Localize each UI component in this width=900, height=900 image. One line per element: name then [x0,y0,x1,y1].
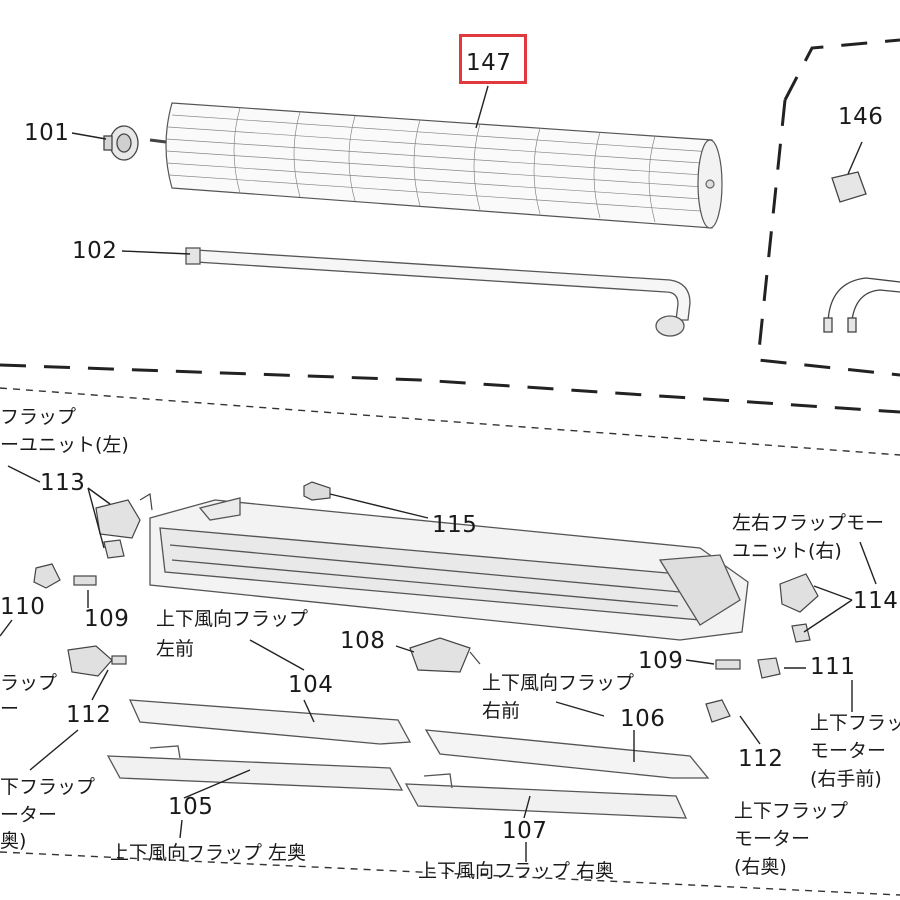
part-number-146: 146 [838,104,884,130]
part-number-108: 108 [340,628,386,654]
right-small-parts [705,573,819,723]
caption-motor-right-back-line1: 上下フラップ [734,800,849,822]
left-small-parts [33,563,97,589]
center-motor [409,637,481,673]
part-number-147: 147 [466,50,512,76]
highlight-box [459,34,527,84]
part-number-115: 115 [432,512,478,538]
part-number-112-left: 112 [66,702,112,728]
caption-right-motor-line1: 左右フラップモー [732,512,885,534]
caption-left-motor-line1: フラップ [0,406,77,428]
part-number-101: 101 [24,120,70,146]
caption-flap-left-front-line2: 左前 [156,638,195,660]
caption-left-edge-line1: ラップ [0,672,58,694]
caption-flap-left-back: 上下風向フラップ 左奥 [110,842,307,864]
screw-part [303,481,331,501]
part-number-109-left: 109 [84,606,130,632]
caption-left-motor-line2: ーユニット(左) [0,434,129,456]
part-number-105: 105 [168,794,214,820]
caption-motor-right-back-line2: モーター [734,828,811,850]
part-number-114: 114 [853,588,899,614]
connector-wires [823,171,900,333]
part-number-113: 113 [40,470,86,496]
caption-left-edge-line4: ーター [0,804,58,826]
part-number-102: 102 [72,238,118,264]
left-lower-motor [67,645,127,677]
flap-left-front [128,699,412,745]
caption-left-edge-line5: 奥) [0,830,27,852]
caption-motor-right-front-line1: 上下フラッ [810,712,900,734]
part-number-107: 107 [502,818,548,844]
cross-flow-fan [149,102,723,229]
drain-pipe [185,247,691,337]
part-number-110: 110 [0,594,46,620]
dashed-boundaries [0,38,900,414]
bearing-part [103,125,139,161]
caption-flap-right-front-line2: 右前 [482,700,521,722]
drain-pan-chassis [149,497,749,641]
part-number-106: 106 [620,706,666,732]
flap-left-back [106,745,404,791]
caption-motor-right-front-line3: (右手前) [810,768,882,790]
caption-flap-right-front-line1: 上下風向フラップ [482,672,635,694]
leader-lines [0,85,877,862]
caption-flap-right-back: 上下風向フラップ 右奥 [418,860,615,882]
left-motor-unit [95,493,153,559]
part-number-111: 111 [810,654,856,680]
part-number-112-right: 112 [738,746,784,772]
part-number-104: 104 [288,672,334,698]
flap-right-front [424,729,710,779]
caption-motor-right-front-line2: モーター [810,740,887,762]
caption-left-edge-line2: ー [0,698,20,720]
caption-left-edge-line3: 下フラップ [0,776,96,798]
caption-flap-left-front-line1: 上下風向フラップ [156,608,309,630]
part-number-109-right: 109 [638,648,684,674]
caption-right-motor-line2: ユニット(右) [732,540,842,562]
caption-motor-right-back-line3: (右奥) [734,856,787,878]
flap-right-back [404,773,688,819]
